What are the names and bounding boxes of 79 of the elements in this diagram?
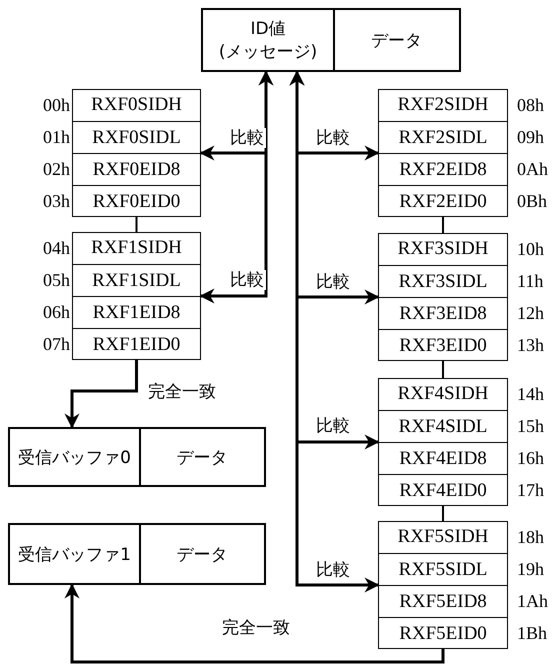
register-cell: RXF5EID0	[379, 617, 507, 649]
register-cell: RXF1SIDH	[73, 232, 200, 264]
address-label: 12h	[517, 303, 544, 323]
register-cell: RXF0EID8	[73, 153, 200, 185]
edge-label: 比較	[314, 272, 352, 292]
register-cell: RXF5SIDH	[379, 521, 507, 553]
register-group	[378, 233, 508, 361]
data-label: データ	[139, 429, 263, 485]
buffer-label: 受信バッファ1	[17, 544, 132, 566]
connector-line	[442, 217, 444, 233]
register-cell: RXF4SIDL	[379, 410, 507, 442]
address-label: 08h	[517, 95, 544, 115]
register-cell: RXF4SIDH	[379, 378, 507, 410]
arrow	[64, 360, 138, 428]
edge-label: 比較	[228, 128, 266, 148]
register-cell: RXF1SIDL	[73, 264, 200, 296]
edge-label: 完全一致	[146, 382, 218, 402]
address-label: 14h	[517, 384, 544, 404]
address-label: 06h	[43, 302, 70, 322]
address-label: 01h	[43, 127, 70, 147]
address-label: 15h	[517, 416, 544, 436]
edge-label: 比較	[314, 128, 352, 148]
address-label: 07h	[43, 334, 70, 354]
edge-label: 比較	[314, 416, 352, 436]
arrow	[290, 70, 380, 592]
address-label: 03h	[43, 191, 70, 211]
register-cell: RXF3SIDL	[379, 265, 507, 297]
id-label: ID値(メッセージ)	[218, 18, 318, 64]
address-label: 10h	[517, 239, 544, 259]
data-label: データ	[333, 10, 458, 70]
address-label: 00h	[43, 95, 70, 115]
edge-label: 完全一致	[220, 618, 292, 638]
address-label: 04h	[43, 238, 70, 258]
register-cell: RXF0EID0	[73, 185, 200, 217]
edge-label: 比較	[228, 270, 266, 290]
address-label: 1Ah	[517, 591, 548, 611]
buffer-box	[8, 523, 266, 585]
edge-label: 比較	[314, 560, 352, 580]
register-cell: RXF1EID8	[73, 296, 200, 328]
register-group	[72, 89, 201, 217]
address-label: 09h	[517, 127, 544, 147]
register-cell: RXF0SIDH	[73, 89, 200, 121]
connector-line	[442, 361, 444, 378]
register-cell: RXF4EID0	[379, 474, 507, 506]
address-label: 19h	[517, 559, 544, 579]
register-cell: RXF0SIDL	[73, 121, 200, 153]
address-label: 0Ah	[517, 159, 548, 179]
address-label: 0Bh	[517, 191, 548, 211]
register-cell: RXF3EID0	[379, 329, 507, 361]
register-group	[72, 232, 201, 360]
register-cell: RXF2SIDL	[379, 121, 507, 153]
address-label: 11h	[517, 271, 544, 291]
address-label: 17h	[517, 480, 544, 500]
register-cell: RXF3EID8	[379, 297, 507, 329]
register-group	[378, 378, 508, 506]
connector-line	[442, 506, 444, 521]
register-cell: RXF3SIDH	[379, 233, 507, 265]
buffer-label: 受信バッファ0	[17, 446, 132, 470]
arrow	[64, 584, 444, 664]
address-label: 16h	[517, 448, 544, 468]
register-cell: RXF1EID0	[73, 328, 200, 360]
address-label: 18h	[517, 527, 544, 547]
register-cell: RXF4EID8	[379, 442, 507, 474]
address-label: 1Bh	[517, 623, 548, 643]
register-cell: RXF2EID0	[379, 185, 507, 217]
address-label: 02h	[43, 159, 70, 179]
message-box	[201, 8, 461, 72]
register-cell: RXF2SIDH	[379, 89, 507, 121]
register-group	[378, 521, 508, 649]
buffer-box	[8, 427, 266, 487]
register-cell: RXF5SIDL	[379, 553, 507, 585]
register-cell: RXF5EID8	[379, 585, 507, 617]
data-label: データ	[139, 525, 263, 583]
address-label: 05h	[43, 270, 70, 290]
arrow	[200, 70, 274, 304]
connector-line	[136, 217, 138, 232]
register-cell: RXF2EID8	[379, 153, 507, 185]
address-label: 13h	[517, 335, 544, 355]
register-group	[378, 89, 508, 217]
